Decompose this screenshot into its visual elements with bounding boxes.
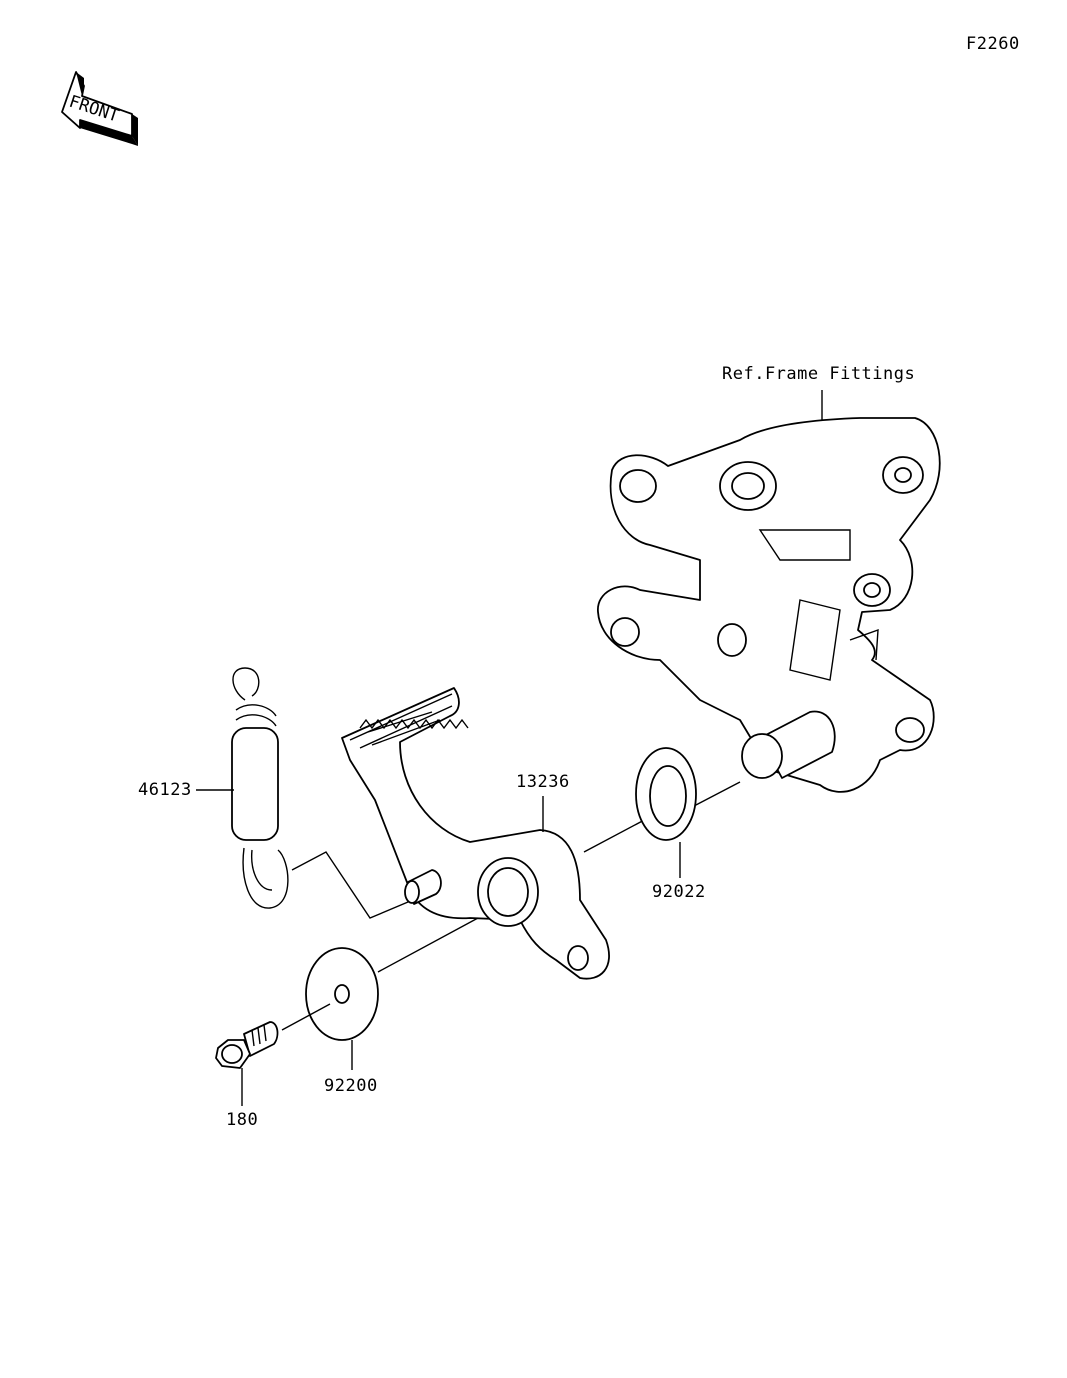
callout-92200: 92200: [324, 1076, 378, 1096]
pedal-axis-line: [583, 817, 649, 853]
spring-hook-line: [291, 851, 409, 919]
bolt-axis-line: [281, 1003, 331, 1031]
callout-13236: 13236: [516, 772, 570, 792]
callout-92022: 92022: [652, 882, 706, 902]
shaft-axis-line: [693, 781, 741, 807]
washer-92022: [635, 747, 697, 841]
bolt-180: [215, 1021, 279, 1069]
callout-180: 180: [226, 1110, 259, 1130]
front-arrow-icon: FRONT: [61, 71, 138, 146]
frame-fitting-bracket: [597, 417, 941, 793]
callout-ref-frame-fittings: Ref.Frame Fittings: [722, 364, 916, 384]
callout-46123: 46123: [138, 780, 192, 800]
brake-pedal: [341, 687, 610, 980]
pedal-bolt-axis-line: [377, 917, 479, 973]
washer-92200: [305, 947, 379, 1041]
diagram-code: F2260: [966, 34, 1020, 54]
return-spring: [231, 667, 289, 909]
